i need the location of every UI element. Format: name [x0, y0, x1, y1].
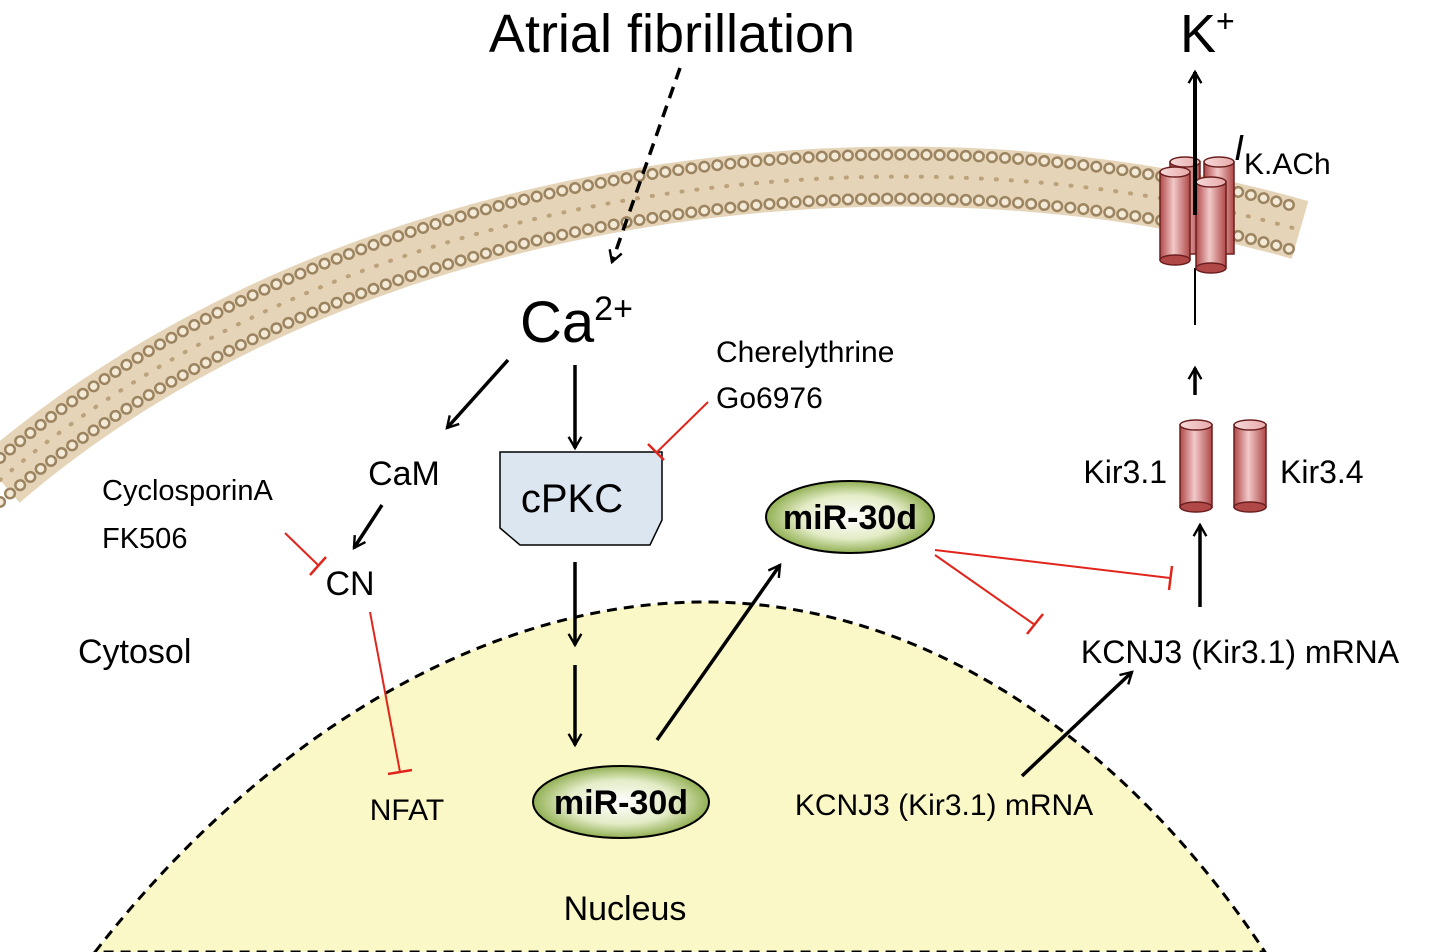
inhibit-bar-cn: [309, 556, 327, 576]
nfat-label: NFAT: [370, 794, 444, 827]
cpkc-box: cPKC: [499, 451, 663, 546]
cam-label: CaM: [368, 455, 440, 493]
arrow-ca-cam: [445, 358, 510, 430]
inhibit-mir-mrna: [934, 554, 1036, 626]
kir34-label: Kir3.4: [1280, 454, 1364, 490]
kir31-label: Kir3.1: [1083, 454, 1167, 490]
af-dashed-arrow: [608, 67, 682, 265]
arrow-mrna-export: [1020, 670, 1134, 778]
mir30d-nucleus: miR-30d: [532, 765, 710, 839]
potassium-label: K+: [1180, 3, 1235, 64]
arrow-cam-cn: [352, 504, 384, 551]
inhibit-cn-nfat: [369, 611, 401, 773]
inhibit-go6976-cpkc: [656, 401, 709, 453]
cherelythrine-label: Cherelythrine: [716, 336, 894, 369]
diagram-title: Atrial fibrillation: [489, 4, 855, 64]
cell-membrane: [0, 146, 1309, 508]
nucleus-label: Nucleus: [564, 890, 687, 928]
inhibit-mir-kir31: [934, 549, 1171, 579]
cytosol-label: Cytosol: [78, 633, 191, 671]
mir30d-cytosol: miR-30d: [765, 480, 935, 554]
ikach-label: IK.ACh: [1234, 127, 1331, 181]
mir30d-nucleus-label: miR-30d: [554, 784, 688, 822]
kir31-subunit: [1179, 419, 1213, 513]
mrna-cytosol-label: KCNJ3 (Kir3.1) mRNA: [1081, 634, 1400, 670]
inhibit-bar-kir31: [1167, 565, 1174, 591]
inhibit-bar-nfat: [387, 768, 413, 776]
kir34-subunit: [1233, 419, 1267, 513]
go6976-label: Go6976: [716, 382, 823, 415]
mir30d-cytosol-label: miR-30d: [783, 499, 917, 537]
inhibit-bar-cpkc: [647, 443, 665, 461]
inhibit-cyclosporin-cn: [284, 532, 319, 566]
inhibit-bar-mrna: [1026, 613, 1044, 635]
mrna-nucleus-label: KCNJ3 (Kir3.1) mRNA: [795, 789, 1093, 822]
calcium-label: Ca2+: [520, 290, 633, 355]
cn-label: CN: [325, 565, 374, 603]
cyclosporin-label: CyclosporinA: [102, 475, 273, 507]
fk506-label: FK506: [102, 523, 187, 555]
cpkc-label: cPKC: [521, 477, 623, 521]
arrow-mir-export: [655, 563, 782, 742]
